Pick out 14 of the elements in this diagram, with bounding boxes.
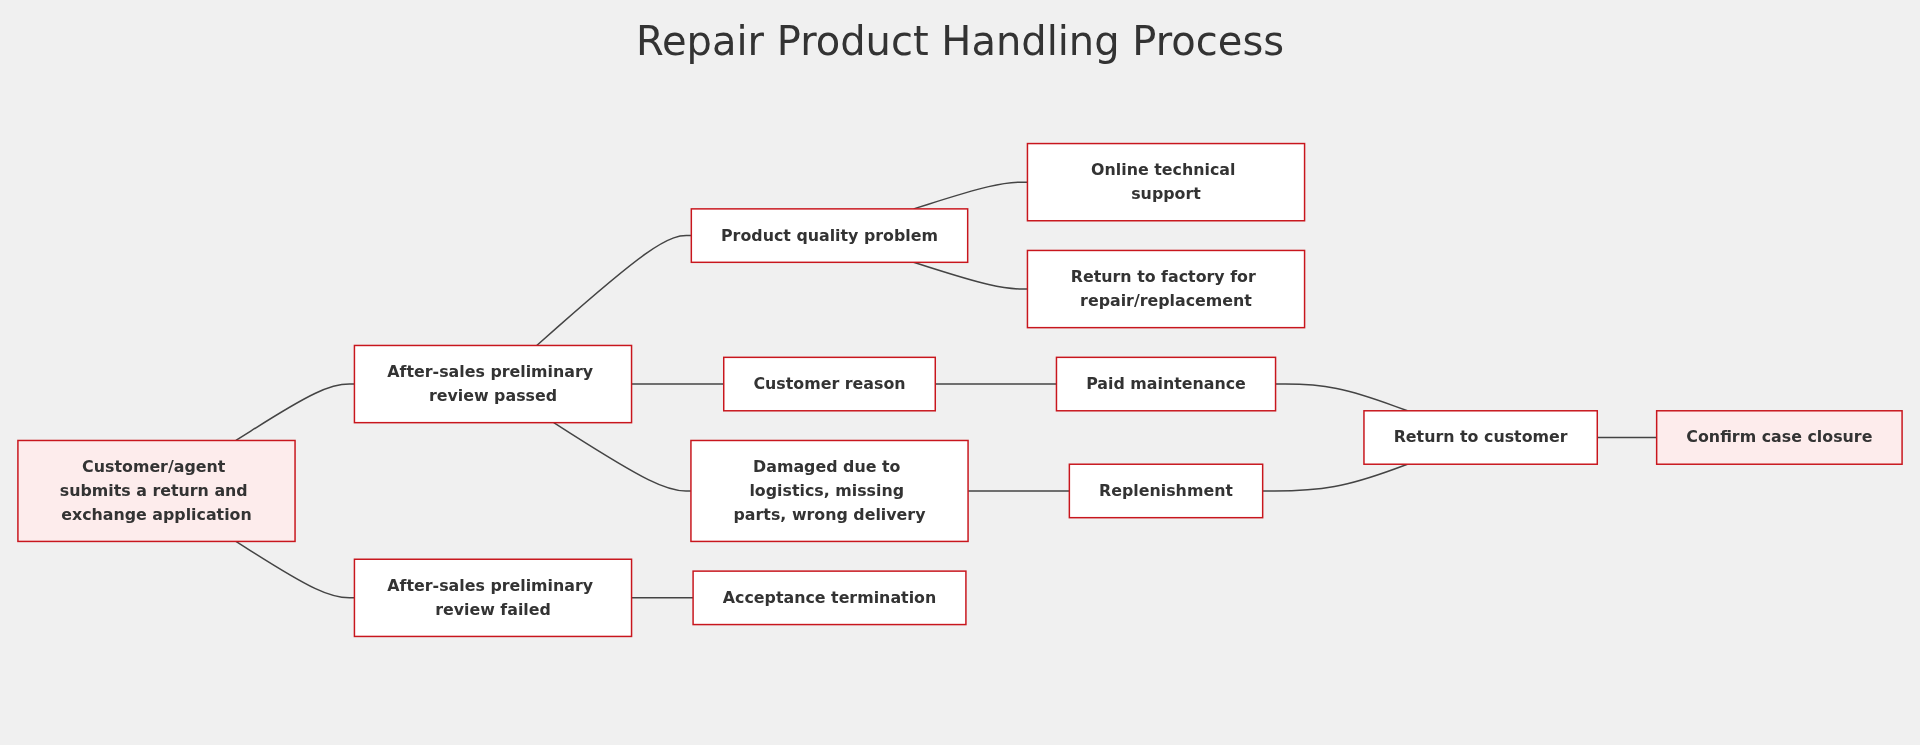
node-box: Damaged due to logistics, missing parts, wrong delivery [690,439,969,543]
node-box: Paid maintenance [1055,356,1277,412]
node-box: Replenishment [1068,463,1264,519]
node-box: Acceptance termination [692,570,967,626]
node-box: Online technical support [1026,142,1306,222]
node-box: Return to customer [1363,410,1598,465]
node-box: Confirm case closure [1655,410,1903,465]
node-box: Return to factory for repair/replacement [1026,249,1306,329]
node-box: Product quality problem [690,208,969,264]
node-box: After-sales preliminary review passed [353,344,633,424]
node-box: Customer/agent submits a return and exchange application [17,439,296,543]
node-box: Customer reason [723,356,936,412]
diagram-title: Repair Product Handling Process [634,18,1286,64]
node-box: After-sales preliminary review failed [353,558,633,638]
